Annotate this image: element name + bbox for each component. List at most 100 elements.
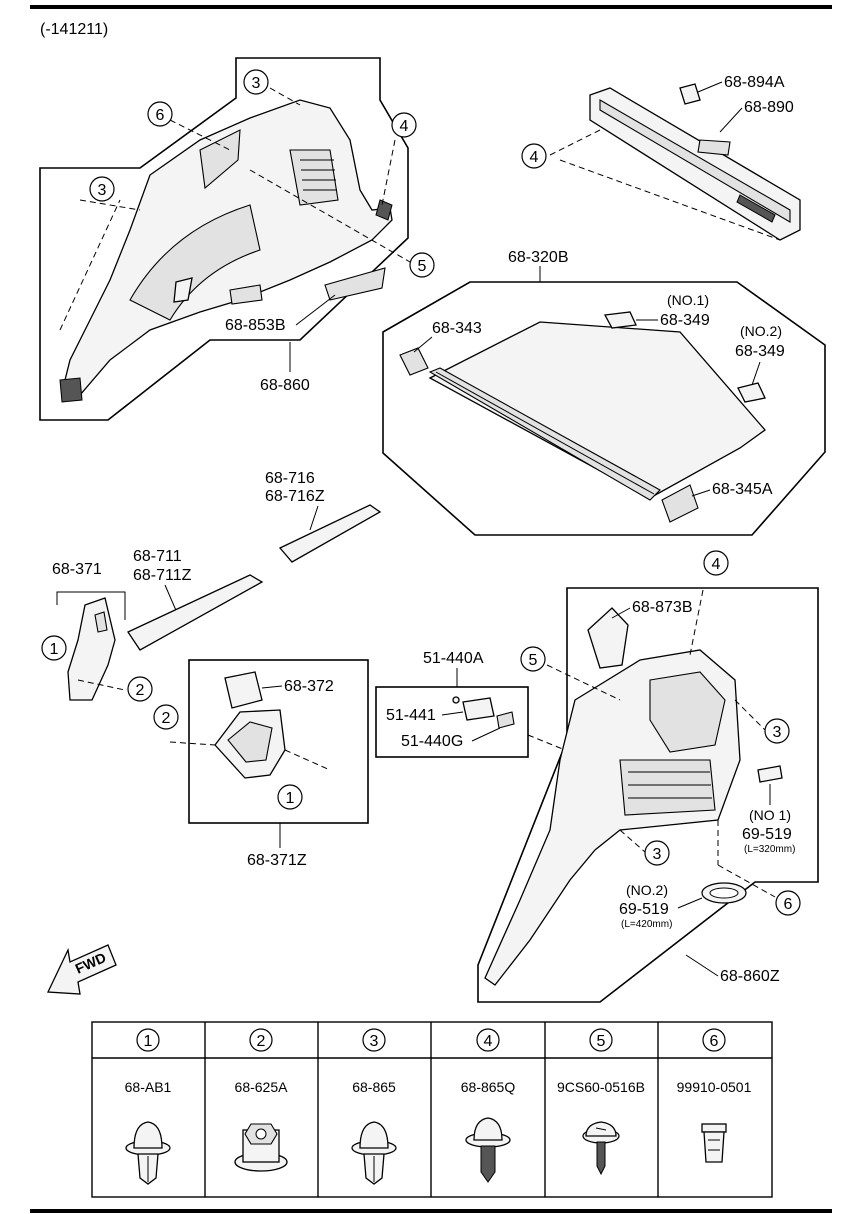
- label-69-519-no2-length: (L=420mm): [621, 919, 672, 930]
- callout-3: [764, 718, 790, 744]
- label-69-519-no1-length: (L=320mm): [744, 844, 795, 855]
- legend-callout-3: [362, 1028, 386, 1052]
- label-69-519-no2: 69-519: [619, 901, 669, 918]
- label-68-890: 68-890: [744, 99, 794, 116]
- legend-part-68-AB1: 68-AB1: [125, 1079, 172, 1095]
- svg-text:3: 3: [653, 846, 662, 863]
- label-69-519-no1: 69-519: [742, 826, 792, 843]
- callout-1: [41, 635, 67, 661]
- svg-text:4: 4: [484, 1033, 493, 1050]
- label-68-711Z: 68-711Z: [133, 567, 192, 584]
- label-68-349-no1-note: (NO.1): [667, 292, 709, 308]
- clip-51-440G: [496, 711, 515, 729]
- svg-text:6: 6: [156, 107, 165, 124]
- callout-4: [703, 550, 729, 576]
- frame-68-320B: [382, 281, 826, 536]
- legend-part-99910-0501: 99910-0501: [677, 1079, 752, 1095]
- svg-text:1: 1: [286, 790, 295, 807]
- callout-3: [243, 69, 269, 95]
- callout-4: [521, 143, 547, 169]
- label-68-860Z: 68-860Z: [720, 968, 780, 985]
- bottom-rule: [30, 1209, 832, 1213]
- svg-text:1: 1: [50, 641, 59, 658]
- legend-callout-6: [702, 1028, 726, 1052]
- trunk-end-trim-68-890: [589, 83, 801, 241]
- label-68-349-no1: 68-349: [660, 312, 710, 329]
- label-68-320B: 68-320B: [508, 249, 569, 266]
- label-68-371Z: 68-371Z: [247, 852, 307, 869]
- label-51-440G: 51-440G: [401, 733, 463, 750]
- label-68-716Z: 68-716Z: [265, 488, 325, 505]
- svg-text:3: 3: [98, 182, 107, 199]
- clip-68-894A: [679, 83, 701, 105]
- svg-text:5: 5: [597, 1033, 606, 1050]
- callout-1: [277, 784, 303, 810]
- quarter-trim-right: [484, 607, 783, 986]
- callout-2: [127, 676, 153, 702]
- end-cap-68-343: [399, 347, 429, 376]
- label-68-711: 68-711: [133, 548, 182, 565]
- svg-text:6: 6: [784, 896, 793, 913]
- trim-68-371: [67, 597, 116, 701]
- label-68-349-no2: 68-349: [735, 343, 785, 360]
- clip-51-441: [462, 697, 495, 721]
- callout-5: [520, 646, 546, 672]
- legend-part-68-865Q: 68-865Q: [461, 1079, 516, 1095]
- callout-6: [775, 890, 801, 916]
- tonneau-cover: [399, 311, 766, 523]
- label-68-345A: 68-345A: [712, 481, 773, 498]
- svg-text:6: 6: [710, 1033, 719, 1050]
- svg-text:4: 4: [712, 556, 721, 573]
- legend-callout-2: [249, 1028, 273, 1052]
- label-68-343: 68-343: [432, 320, 482, 337]
- svg-text:4: 4: [400, 118, 409, 135]
- svg-text:2: 2: [162, 710, 171, 727]
- screw-icon: [582, 1121, 620, 1176]
- callout-4: [391, 112, 417, 138]
- end-cap-68-345A: [661, 484, 699, 523]
- top-rule: [30, 5, 832, 9]
- label-69-519-no1-note: (NO 1): [749, 807, 791, 823]
- svg-text:2: 2: [257, 1033, 266, 1050]
- label-51-440A: 51-440A: [423, 650, 484, 667]
- hook-68-349-no2: [737, 382, 766, 403]
- frame-51-440A: [375, 686, 529, 758]
- callout-5: [409, 252, 435, 278]
- svg-text:5: 5: [418, 258, 427, 275]
- label-51-441: 51-441: [386, 707, 436, 724]
- label-68-349-no2-note: (NO.2): [740, 323, 782, 339]
- callout-2: [153, 704, 179, 730]
- label-68-873B: 68-873B: [632, 599, 693, 616]
- svg-text:2: 2: [136, 682, 145, 699]
- frame-68-860Z: [477, 587, 819, 1003]
- push-clip-icon: [125, 1121, 171, 1185]
- fastener-legend-table: [91, 1021, 773, 1198]
- rivet-clip-icon: [465, 1117, 511, 1183]
- legend-callout-1: [136, 1028, 160, 1052]
- legend-part-68-865: 68-865: [352, 1079, 396, 1095]
- callout-6: [147, 101, 173, 127]
- label-68-853B: 68-853B: [225, 317, 286, 334]
- svg-text:5: 5: [529, 652, 538, 669]
- cover-68-372: [224, 671, 263, 709]
- label-68-371: 68-371: [52, 561, 102, 578]
- quarter-trim-left: [59, 99, 393, 403]
- clip-68-853B: [324, 267, 386, 301]
- svg-text:3: 3: [370, 1033, 379, 1050]
- legend-part-68-625A: 68-625A: [235, 1079, 289, 1095]
- svg-text:3: 3: [773, 724, 782, 741]
- label-68-894A: 68-894A: [724, 74, 785, 91]
- legend-part-9CS60-0516B: 9CS60-0516B: [557, 1079, 645, 1095]
- nut-clip-icon: [234, 1123, 288, 1172]
- callout-3: [89, 176, 115, 202]
- label-69-519-no2-note: (NO.2): [626, 882, 668, 898]
- legend-callout-4: [476, 1028, 500, 1052]
- trim-68-711: [127, 574, 264, 651]
- trim-68-716: [278, 504, 382, 563]
- svg-text:1: 1: [144, 1033, 153, 1050]
- nut-insert-icon: [701, 1123, 727, 1163]
- label-68-716: 68-716: [265, 470, 315, 487]
- date-code: (-141211): [40, 21, 108, 38]
- fwd-arrow-icon: FWD: [46, 944, 117, 995]
